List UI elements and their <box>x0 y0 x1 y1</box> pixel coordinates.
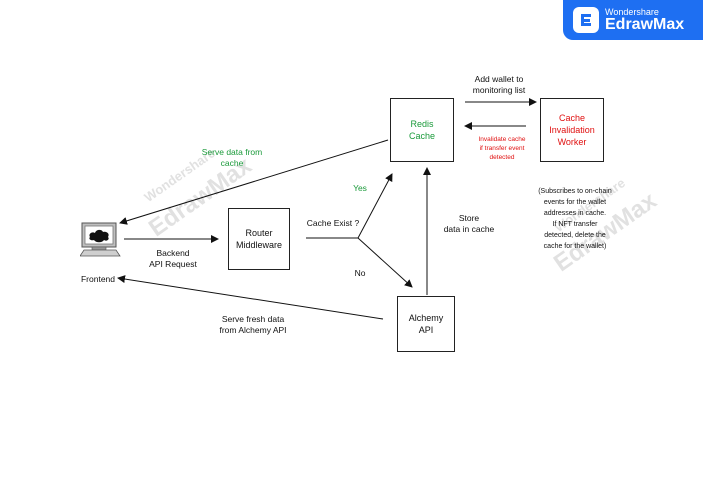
serve-cache-label: Serve data from cache <box>201 147 263 168</box>
brand-line2: EdrawMax <box>605 16 685 33</box>
serve-fresh-label: Serve fresh data from Alchemy API <box>219 314 287 335</box>
redis-cache-node: Redis Cache <box>390 98 454 162</box>
router-middleware-node: Router Middleware <box>228 208 290 270</box>
edrawmax-logo-icon <box>573 7 599 33</box>
arrow-alchemy-to-frontend <box>117 275 384 320</box>
cache-invalidation-worker-label: Cache Invalidation Worker <box>549 113 595 147</box>
alchemy-api-label: Alchemy API <box>408 313 444 335</box>
arrow-decision-to-redis <box>357 173 393 239</box>
alchemy-api-node: Alchemy API <box>397 296 455 352</box>
worker-note-label: (Subscribes to on-chain events for the w… <box>538 188 612 250</box>
invalidate-cache-label: Invalidate cache if transfer event detec… <box>478 136 526 161</box>
computer-icon <box>80 222 121 257</box>
redis-cache-label: Redis Cache <box>408 119 435 141</box>
arrow-redis-to-frontend <box>119 139 389 225</box>
edrawmax-brand-badge: Wondershare EdrawMax <box>563 0 703 40</box>
backend-request-label: Backend API Request <box>149 248 197 269</box>
brand-line1: Wondershare <box>605 7 659 17</box>
add-wallet-label: Add wallet to monitoring list <box>472 74 526 95</box>
store-cache-label: Store data in cache <box>443 213 495 234</box>
yes-label: Yes <box>353 183 367 193</box>
arrow-decision-to-alchemy <box>357 237 413 288</box>
cache-exist-label: Cache Exist ? <box>306 218 360 228</box>
no-label: No <box>354 268 366 278</box>
cache-invalidation-worker-node: Cache Invalidation Worker <box>540 98 604 162</box>
frontend-label: Frontend <box>80 274 116 284</box>
router-middleware-label: Router Middleware <box>235 228 283 250</box>
